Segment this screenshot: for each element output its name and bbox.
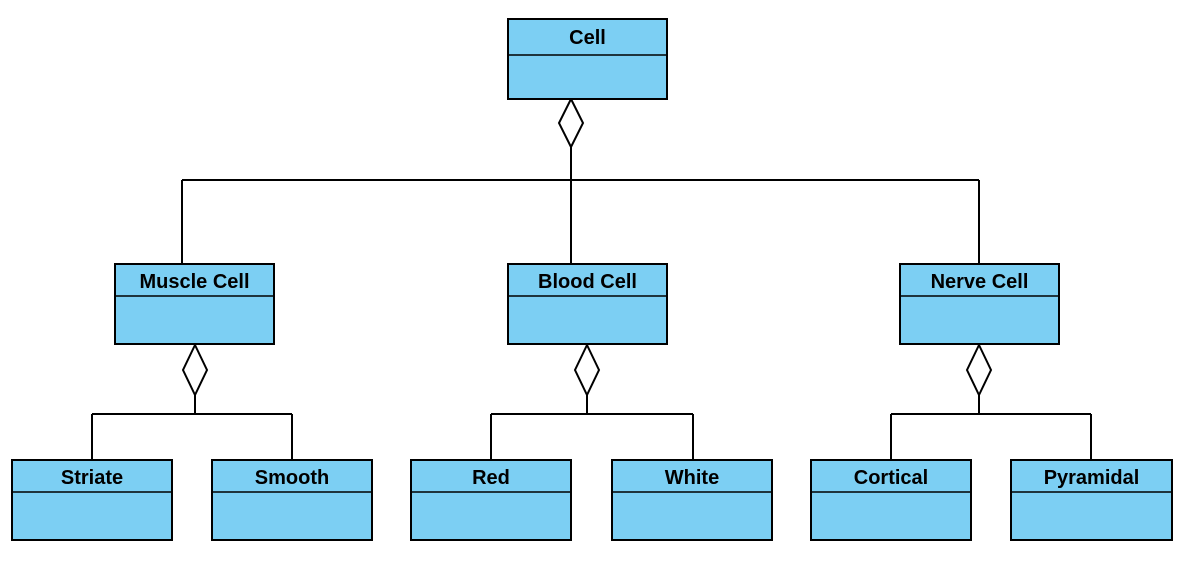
class-red[interactable]: Red — [410, 459, 572, 541]
class-smooth[interactable]: Smooth — [211, 459, 373, 541]
aggregation-diamond-nerve — [965, 342, 993, 398]
aggregation-diamond-blood — [573, 342, 601, 398]
aggregation-diamond-muscle — [181, 342, 209, 398]
class-striate-box — [11, 459, 173, 541]
class-muscle-cell-name: Muscle Cell — [139, 271, 249, 293]
aggregation-blood-children — [490, 342, 694, 460]
class-pyramidal-name: Pyramidal — [1044, 467, 1140, 489]
class-white[interactable]: White — [611, 459, 773, 541]
class-cell-name: Cell — [569, 27, 606, 49]
class-striate[interactable]: Striate — [11, 459, 173, 541]
class-blood-cell-name: Blood Cell — [538, 271, 637, 293]
class-nerve-cell-name: Nerve Cell — [931, 271, 1029, 293]
class-muscle-cell-box — [114, 263, 275, 345]
class-pyramidal-box — [1010, 459, 1173, 541]
class-cell-box — [507, 18, 668, 100]
aggregation-muscle-children — [91, 342, 293, 460]
class-red-box — [410, 459, 572, 541]
class-white-name: White — [665, 467, 719, 489]
aggregation-cell-children — [181, 96, 980, 264]
class-blood-cell-box — [507, 263, 668, 345]
class-muscle-cell[interactable]: Muscle Cell — [114, 263, 275, 345]
class-smooth-box — [211, 459, 373, 541]
class-cell[interactable]: Cell — [507, 18, 668, 100]
class-red-name: Red — [472, 467, 510, 489]
aggregation-nerve-children — [890, 342, 1092, 460]
class-nerve-cell-box — [899, 263, 1060, 345]
class-pyramidal[interactable]: Pyramidal — [1010, 459, 1173, 541]
class-blood-cell[interactable]: Blood Cell — [507, 263, 668, 345]
class-cortical-name: Cortical — [854, 467, 928, 489]
class-smooth-name: Smooth — [255, 467, 329, 489]
class-cortical[interactable]: Cortical — [810, 459, 972, 541]
class-cortical-box — [810, 459, 972, 541]
aggregation-diamond-cell — [557, 96, 585, 150]
class-white-box — [611, 459, 773, 541]
class-nerve-cell[interactable]: Nerve Cell — [899, 263, 1060, 345]
class-striate-name: Striate — [61, 467, 123, 489]
